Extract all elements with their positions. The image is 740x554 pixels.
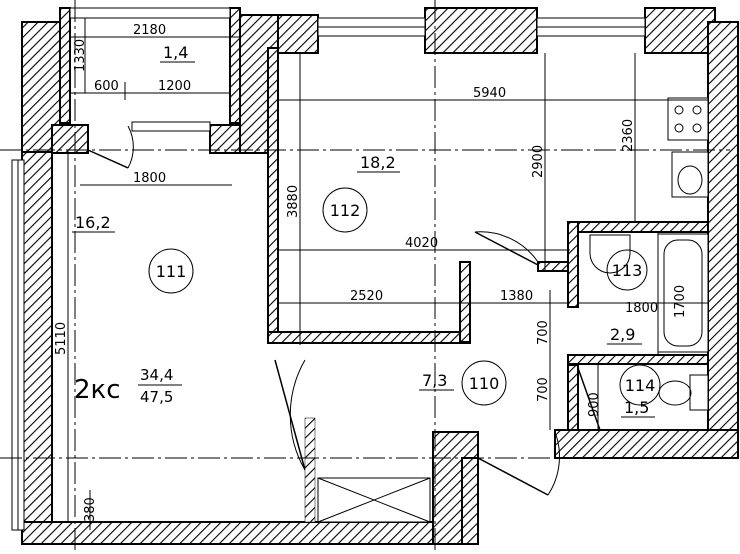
fixtures — [304, 97, 709, 523]
dim-room111-window: 1800 — [133, 171, 166, 186]
dim-partition: 2520 — [350, 289, 383, 304]
dim-room112-depth: 3880 — [286, 185, 301, 218]
bathtub-icon — [657, 233, 709, 353]
windows — [11, 7, 646, 531]
dim-kitchen-depth1: 2900 — [531, 145, 546, 178]
living-area: 34,4 — [140, 366, 173, 384]
dim-room111-depth: 5110 — [54, 322, 69, 355]
dim-bottom-offset: 380 — [83, 497, 98, 522]
dim-bath-width: 1800 — [625, 301, 658, 316]
room-number-114: 114 — [625, 376, 656, 395]
area-room-110: 7,3 — [422, 371, 447, 390]
room-number-110: 110 — [469, 374, 500, 393]
dim-wc-depth: 900 — [587, 392, 602, 417]
room-number-111: 111 — [156, 262, 187, 281]
kitchen-sink-icon — [671, 151, 709, 198]
dim-hall-seg1: 700 — [536, 320, 551, 345]
dim-room112-inner: 4020 — [405, 236, 438, 251]
exterior-walls — [21, 7, 739, 545]
dim-balcony-left: 600 — [94, 79, 119, 94]
dim-hall-width: 1380 — [500, 289, 533, 304]
apartment-type: 2кс — [74, 375, 121, 405]
room-marker-111 — [148, 248, 194, 294]
dim-bath-depth: 1700 — [673, 285, 688, 318]
dim-hall-seg2: 700 — [536, 377, 551, 402]
room-marker-113 — [606, 249, 648, 291]
room-number-112: 112 — [330, 201, 361, 220]
area-room-112: 18,2 — [360, 153, 396, 172]
interior-partitions — [267, 47, 709, 431]
stove-icon — [667, 97, 709, 141]
dim-kitchen-depth2: 2360 — [621, 119, 636, 152]
toilet-icon — [689, 374, 709, 411]
dimension-lines — [67, 18, 708, 530]
room-number-113: 113 — [612, 261, 643, 280]
room-marker-112 — [322, 187, 368, 233]
dim-room112-width: 5940 — [473, 86, 506, 101]
area-room-113: 2,9 — [610, 325, 635, 344]
area-balcony: 1,4 — [163, 43, 188, 62]
room-marker-110 — [461, 360, 507, 406]
dim-balcony-width: 2180 — [133, 23, 166, 38]
dim-balcony-depth: 1330 — [73, 39, 88, 72]
washbasin-icon — [589, 234, 631, 274]
area-room-111: 16,2 — [75, 213, 111, 232]
dim-balcony-door: 1200 — [158, 79, 191, 94]
room-marker-114 — [619, 364, 661, 406]
total-area: 47,5 — [140, 388, 173, 406]
